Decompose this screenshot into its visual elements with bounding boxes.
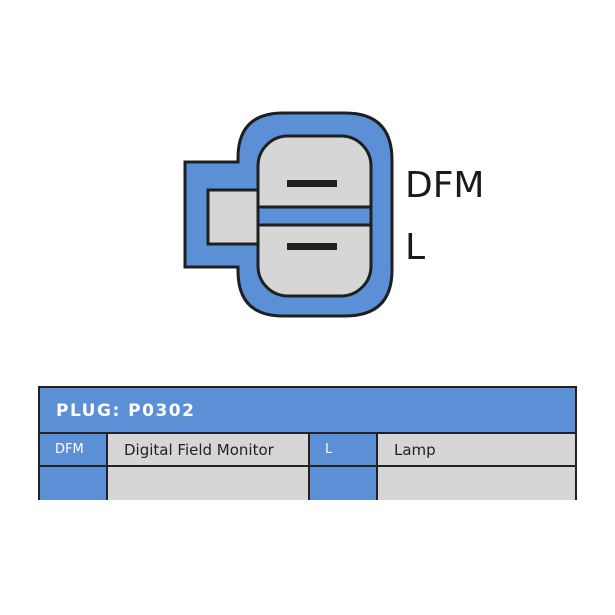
table-row — [40, 467, 575, 500]
pin-label-dfm: DFM — [405, 165, 485, 206]
connector-diagram — [183, 111, 394, 318]
pin-divider — [256, 205, 373, 227]
plug-title: PLUG: P0302 — [56, 401, 196, 421]
pin-terminal-dfm — [287, 180, 337, 187]
pin-code-cell — [310, 467, 378, 500]
pin-code-cell — [40, 467, 108, 500]
table-header: PLUG: P0302 — [40, 388, 575, 434]
pin-description-cell: Lamp — [378, 434, 575, 465]
latch-tab — [206, 188, 262, 246]
pin-code-cell: DFM — [40, 434, 108, 465]
plug-table: PLUG: P0302 DFM Digital Field Monitor L … — [38, 386, 577, 500]
pin-description-cell — [108, 467, 310, 500]
pin-description-cell — [378, 467, 575, 500]
pin-description-cell: Digital Field Monitor — [108, 434, 310, 465]
pin-label-l: L — [405, 227, 426, 268]
table-row: DFM Digital Field Monitor L Lamp — [40, 434, 575, 467]
pin-terminal-l — [287, 243, 337, 250]
pin-code-cell: L — [310, 434, 378, 465]
